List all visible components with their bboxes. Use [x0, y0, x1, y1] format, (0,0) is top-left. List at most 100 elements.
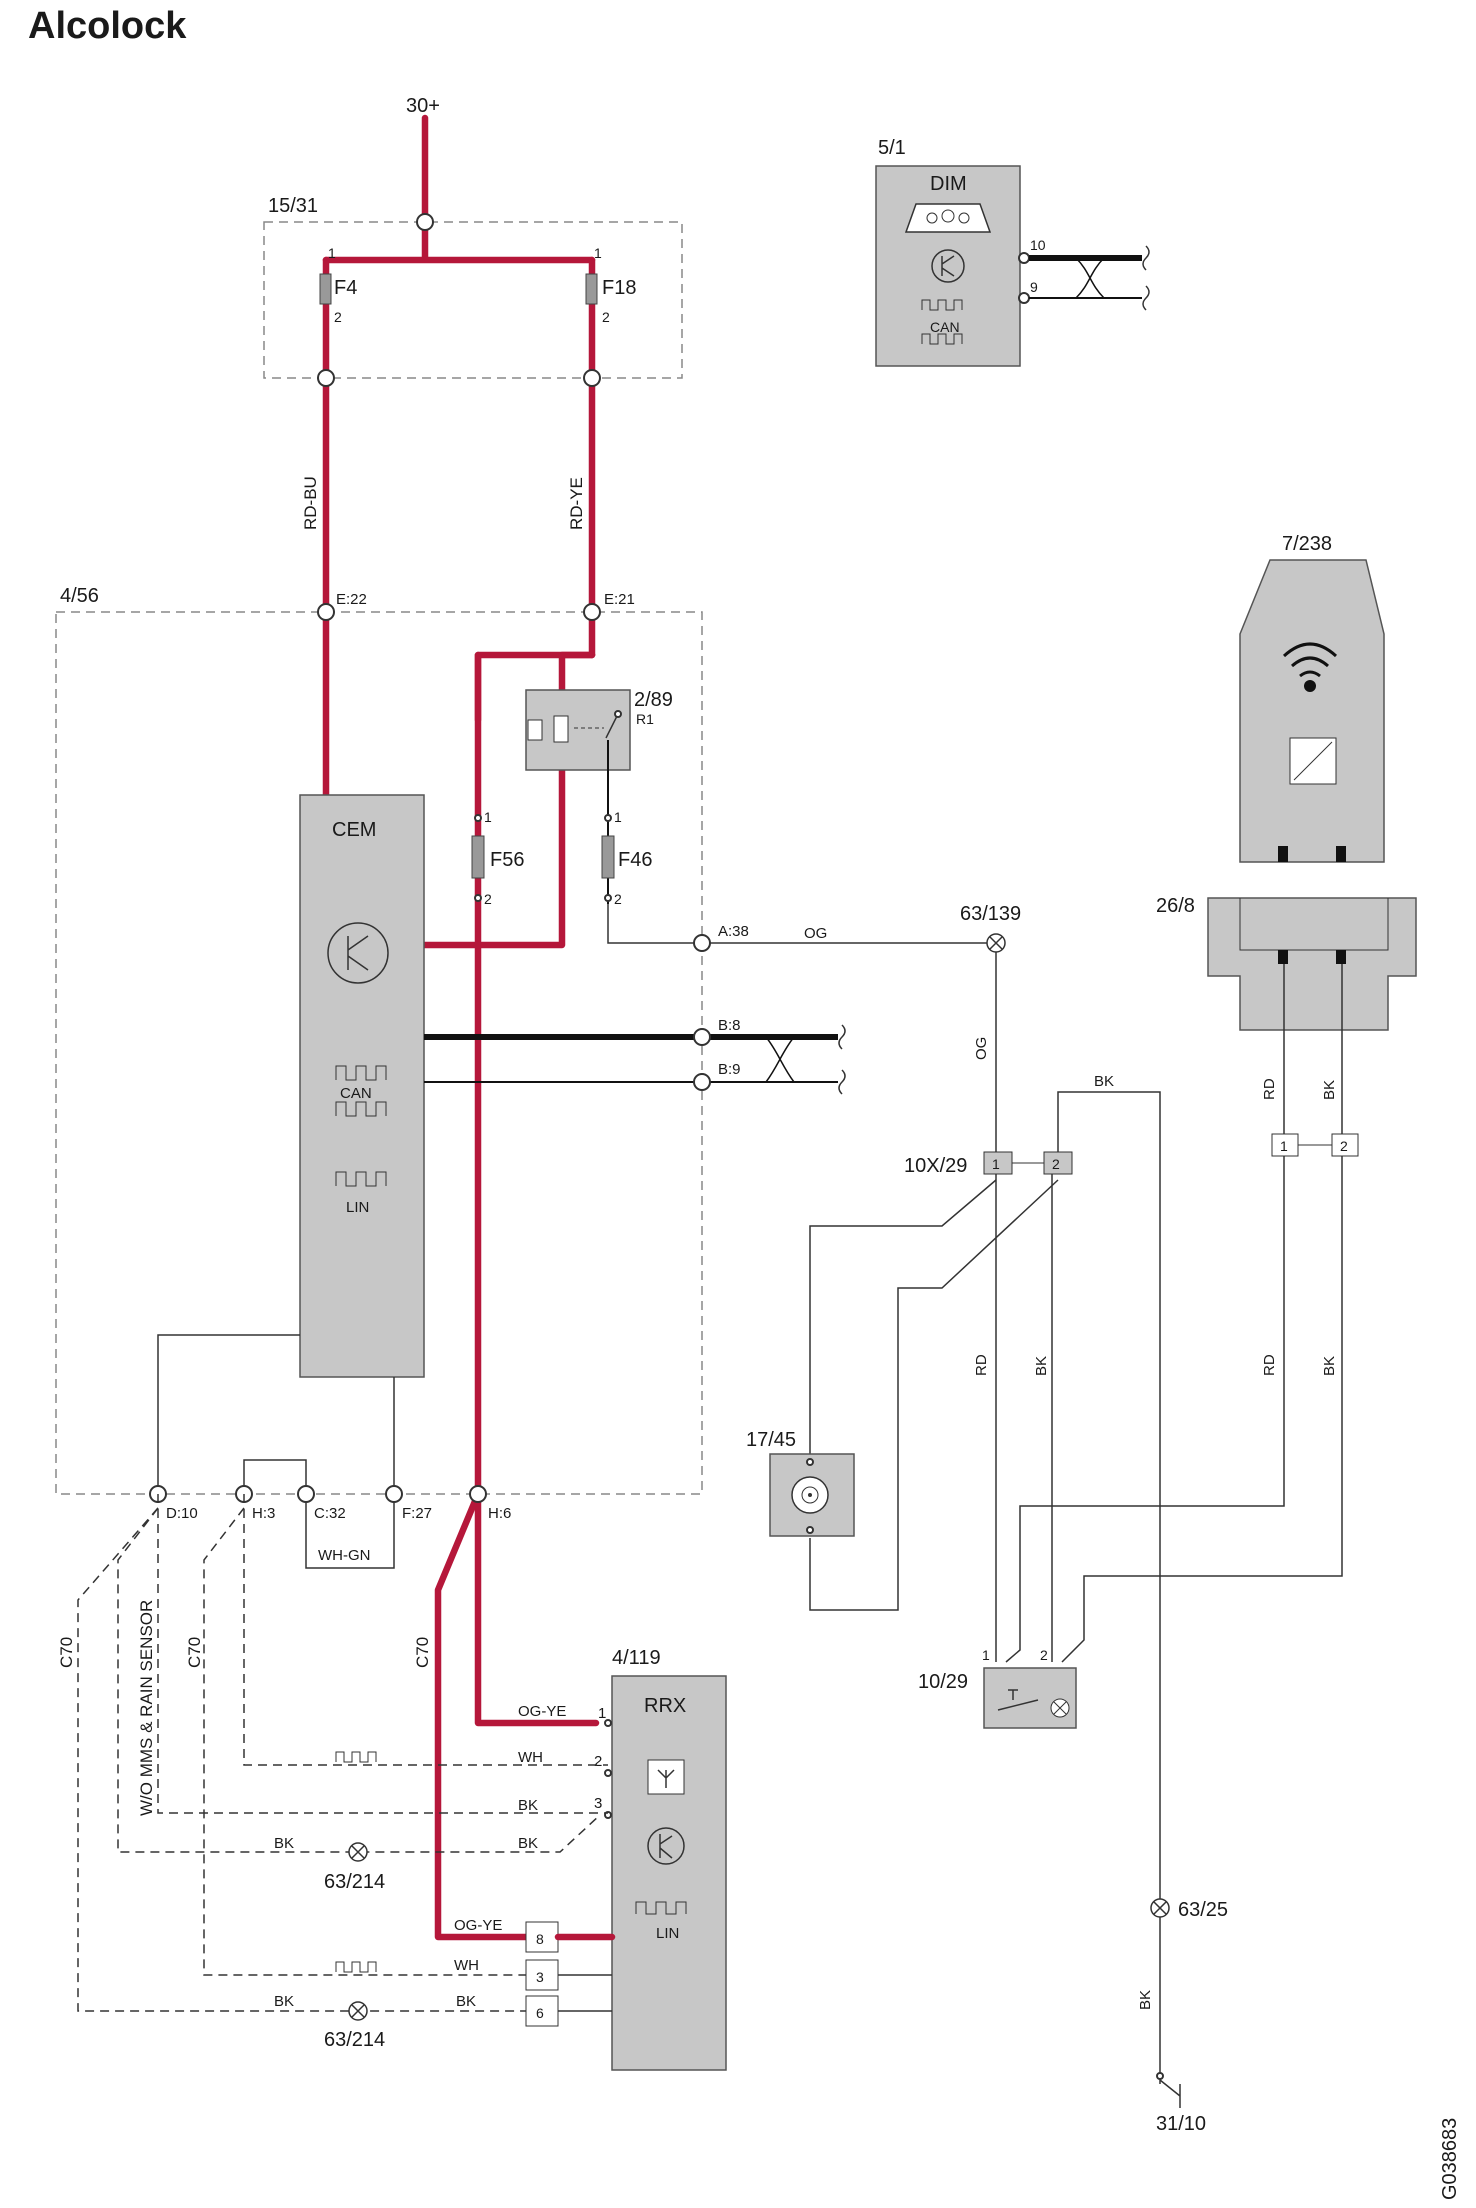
reader-pin-right: [1336, 846, 1346, 862]
wh-signal-icon-2: [335, 1961, 377, 1973]
node-a38: [693, 934, 711, 952]
wireless-icon: [1282, 642, 1338, 785]
dim-pin10: 10: [1030, 237, 1046, 253]
relay-name: R1: [636, 711, 654, 727]
node-e22: [317, 603, 335, 621]
switch-10-29-id: 10/29: [918, 1671, 968, 1693]
figure-id: G038683: [1439, 2118, 1461, 2200]
can-continuation-icon: [838, 1024, 846, 1095]
fuse-f18: [585, 273, 598, 305]
f4-pin1: 1: [328, 245, 336, 261]
wire-label-bk-5: BK: [456, 1993, 476, 2010]
wire-label-bk-4: BK: [274, 1993, 294, 2010]
rrx-module: [611, 1675, 727, 2071]
cem-d10-wire: [157, 1334, 300, 1494]
wire-label-og-ye-1: OG-YE: [518, 1703, 566, 1720]
conn-10x29-pin2-label: 2: [1052, 1156, 1060, 1172]
fusebox-node-left: [317, 369, 335, 387]
relay-id: 2/89: [634, 689, 673, 711]
transistor-icon: [931, 249, 965, 283]
rrx-id: 4/119: [612, 1647, 661, 1669]
wh-signal-icon: [335, 1751, 377, 1763]
switch-pin1: 1: [982, 1647, 990, 1663]
rrx-name: RRX: [644, 1695, 686, 1717]
holder-wires: [1283, 964, 1343, 1134]
fusebox-outline: [263, 221, 683, 379]
can-signal-icon: [921, 299, 963, 345]
f56-pin2: 2: [484, 891, 492, 907]
c70-label-b: C70: [185, 1637, 204, 1668]
wire-label-wh-2: WH: [454, 1957, 479, 1974]
wire-label-wh-gn: WH-GN: [318, 1547, 371, 1564]
conn-c32: C:32: [314, 1505, 346, 1522]
rrx-lin-label: LIN: [656, 1925, 679, 1942]
dim-pin9-node: [1018, 292, 1030, 304]
ground-label: 31/10: [1156, 2113, 1206, 2135]
wire-label-bk-b: BK: [1321, 1356, 1338, 1376]
splice-63-25-label: 63/25: [1178, 1899, 1228, 1921]
antenna-icon: [647, 1759, 685, 1795]
node-b9: [693, 1073, 711, 1091]
node-e21: [583, 603, 601, 621]
cem-box-outline: [55, 611, 703, 1495]
wire-label-wh-1: WH: [518, 1749, 543, 1766]
rrx-transistor-icon: [647, 1827, 685, 1865]
splice-63-214-b: [348, 2001, 368, 2021]
optional-wiring: [77, 1494, 608, 2012]
reader-pin-left: [1278, 846, 1288, 862]
relay-2-89: [525, 689, 631, 771]
dim-name: DIM: [930, 173, 967, 195]
rrx-pin1-node: [604, 1719, 612, 1727]
conn-10x29-id: 10X/29: [904, 1155, 967, 1177]
fuse-f18-label: F18: [602, 277, 636, 299]
splice-63-139: [986, 933, 1006, 953]
wire-label-rd-bu: RD-BU: [301, 476, 320, 530]
rrx-pin1: 1: [598, 1705, 606, 1722]
splice-63-214-b-label: 63/214: [324, 2029, 385, 2051]
cluster-icon: [904, 203, 992, 233]
conn-b9: B:9: [718, 1061, 741, 1078]
fuse-f46-label: F46: [618, 849, 652, 871]
f56-pin1: 1: [484, 809, 492, 825]
conn-f27: F:27: [402, 1505, 432, 1522]
dim-module: [875, 165, 1021, 367]
node-h6: [469, 1485, 487, 1503]
switch-icon: [997, 1689, 1070, 1718]
holder-pin-left: [1278, 950, 1288, 964]
c70-label-a: C70: [57, 1637, 76, 1668]
node-f27: [385, 1485, 403, 1503]
dim-can-label: CAN: [930, 319, 960, 335]
c70-label-c: C70: [413, 1637, 432, 1668]
supply-label: 30+: [406, 95, 440, 117]
wire-label-bk-3: BK: [518, 1835, 538, 1852]
conn-h3: H:3: [252, 1505, 275, 1522]
splice-63-25: [1150, 1898, 1170, 1918]
conn-h6: H:6: [488, 1505, 511, 1522]
fusebox-node-right: [583, 369, 601, 387]
pair-pin2-label: 2: [1340, 1138, 1348, 1154]
f46-pin2: 2: [614, 891, 622, 907]
conn-b8: B:8: [718, 1017, 741, 1034]
fuse-f56: [471, 835, 485, 879]
supply-node: [416, 213, 434, 231]
f56-pin2-node: [474, 894, 482, 902]
f46-pin2-node: [604, 894, 612, 902]
cem-lin-label: LIN: [346, 1199, 369, 1216]
cem-module: [299, 794, 425, 1378]
wire-label-og-2: OG: [973, 1037, 990, 1060]
sensor-pin-bottom: [806, 1526, 814, 1534]
h3-loop: [243, 1459, 307, 1494]
f46-pin1: 1: [614, 809, 622, 825]
wire-label-bk-top: BK: [1094, 1073, 1114, 1090]
switch-pin2: 2: [1040, 1647, 1048, 1663]
reader-id: 7/238: [1282, 533, 1332, 555]
relay-coil-icon: [527, 710, 622, 743]
rrx-pin2: 2: [594, 1753, 602, 1770]
f4-pin2: 2: [334, 309, 342, 325]
page-title: Alcolock: [28, 5, 187, 47]
sensor-pin-top: [806, 1458, 814, 1466]
rrx-lower-wires: [558, 1974, 612, 2012]
fuse-f56-label: F56: [490, 849, 524, 871]
dim-pin9: 9: [1030, 279, 1038, 295]
